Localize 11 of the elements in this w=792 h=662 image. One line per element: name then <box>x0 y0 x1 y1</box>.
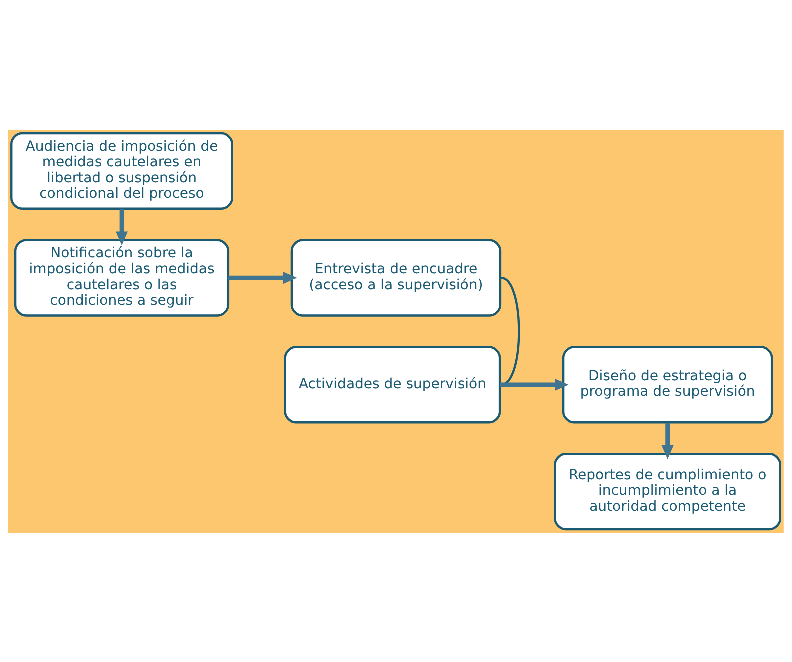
connector <box>500 276 520 386</box>
node-box: Reportes de cumplimiento o incumplimiento a la autoridad competente <box>554 452 782 530</box>
node-box: Actividades de supervisión <box>284 346 502 424</box>
arrow <box>116 208 128 246</box>
node-box: Diseño de estrategia o programa de supervisión <box>562 346 774 424</box>
arrow <box>662 422 674 459</box>
node-box: Entrevista de encuadre (acceso a la supervisión) <box>290 238 502 316</box>
node-box: Notificación sobre la imposición de las medidas cautelares o las condiciones a seguir <box>14 238 230 316</box>
node-box: Audiencia de imposición de medidas cautelares en libertad o suspensión condicional del proceso <box>10 132 234 210</box>
arrow <box>228 272 298 284</box>
arrow <box>500 378 569 390</box>
